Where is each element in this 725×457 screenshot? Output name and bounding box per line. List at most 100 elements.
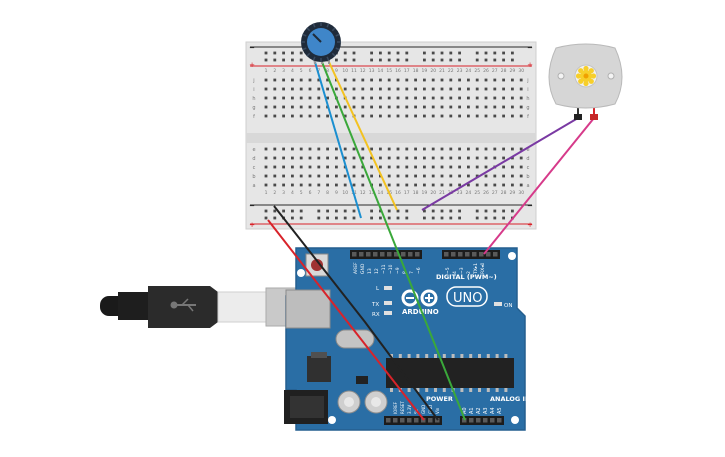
rail-hole[interactable] xyxy=(423,209,426,213)
breadboard-hole[interactable] xyxy=(475,147,479,151)
rail-hole[interactable] xyxy=(440,209,444,213)
header-pin[interactable] xyxy=(386,418,391,423)
breadboard-hole[interactable] xyxy=(449,165,453,169)
rail-hole[interactable] xyxy=(493,58,497,62)
rail-hole[interactable] xyxy=(502,216,505,220)
breadboard-hole[interactable] xyxy=(405,105,409,109)
rail-hole[interactable] xyxy=(440,58,444,62)
breadboard-hole[interactable] xyxy=(308,78,312,82)
rail-hole[interactable] xyxy=(352,58,356,62)
breadboard-hole[interactable] xyxy=(317,87,321,91)
breadboard-hole[interactable] xyxy=(326,156,329,160)
rail-hole[interactable] xyxy=(335,216,338,220)
header-pin[interactable] xyxy=(483,418,488,423)
rail-hole[interactable] xyxy=(493,209,497,213)
breadboard-hole[interactable] xyxy=(361,105,365,109)
breadboard-hole[interactable] xyxy=(264,165,268,169)
breadboard-hole[interactable] xyxy=(387,183,391,187)
header-pin[interactable] xyxy=(393,418,398,423)
breadboard-hole[interactable] xyxy=(449,114,453,118)
breadboard-hole[interactable] xyxy=(370,105,373,109)
breadboard-hole[interactable] xyxy=(264,156,268,160)
reset-button[interactable] xyxy=(305,253,329,277)
breadboard-hole[interactable] xyxy=(326,87,329,91)
breadboard-hole[interactable] xyxy=(449,183,453,187)
breadboard-hole[interactable] xyxy=(299,78,303,82)
rail-hole[interactable] xyxy=(282,58,285,62)
breadboard-hole[interactable] xyxy=(361,156,365,160)
breadboard-hole[interactable] xyxy=(519,165,523,169)
breadboard-hole[interactable] xyxy=(282,87,285,91)
header-pin[interactable] xyxy=(476,418,481,423)
breadboard-hole[interactable] xyxy=(396,87,400,91)
rail-hole[interactable] xyxy=(335,209,338,213)
header-pin[interactable] xyxy=(472,252,477,257)
breadboard-hole[interactable] xyxy=(414,174,417,178)
breadboard-hole[interactable] xyxy=(326,114,329,118)
breadboard-hole[interactable] xyxy=(423,96,426,100)
breadboard-hole[interactable] xyxy=(493,174,497,178)
breadboard-hole[interactable] xyxy=(352,183,356,187)
rail-hole[interactable] xyxy=(387,51,391,55)
breadboard-hole[interactable] xyxy=(405,174,409,178)
breadboard-hole[interactable] xyxy=(352,174,356,178)
breadboard-hole[interactable] xyxy=(502,174,505,178)
rail-hole[interactable] xyxy=(282,51,285,55)
breadboard-hole[interactable] xyxy=(343,174,347,178)
rail-hole[interactable] xyxy=(396,209,400,213)
breadboard-hole[interactable] xyxy=(387,96,391,100)
breadboard-hole[interactable] xyxy=(475,174,479,178)
header-pin[interactable] xyxy=(408,252,413,257)
breadboard-hole[interactable] xyxy=(423,114,426,118)
rail-hole[interactable] xyxy=(405,209,409,213)
breadboard-hole[interactable] xyxy=(352,147,356,151)
breadboard-hole[interactable] xyxy=(326,165,329,169)
breadboard-hole[interactable] xyxy=(519,147,523,151)
header-pin[interactable] xyxy=(380,252,385,257)
rail-hole[interactable] xyxy=(431,58,435,62)
breadboard-hole[interactable] xyxy=(467,183,470,187)
rail-hole[interactable] xyxy=(326,216,329,220)
breadboard-hole[interactable] xyxy=(317,114,321,118)
rail-hole[interactable] xyxy=(484,58,488,62)
rail-hole[interactable] xyxy=(291,58,294,62)
rail-hole[interactable] xyxy=(458,209,461,213)
rail-hole[interactable] xyxy=(431,216,435,220)
breadboard-hole[interactable] xyxy=(440,105,444,109)
rail-hole[interactable] xyxy=(484,209,488,213)
breadboard-hole[interactable] xyxy=(264,78,268,82)
breadboard-hole[interactable] xyxy=(352,96,356,100)
breadboard-hole[interactable] xyxy=(440,174,444,178)
rail-hole[interactable] xyxy=(484,51,488,55)
breadboard-hole[interactable] xyxy=(493,78,497,82)
breadboard-hole[interactable] xyxy=(361,174,365,178)
breadboard-hole[interactable] xyxy=(317,156,321,160)
breadboard-hole[interactable] xyxy=(299,105,303,109)
header-pin[interactable] xyxy=(486,252,491,257)
breadboard-hole[interactable] xyxy=(440,183,444,187)
breadboard-hole[interactable] xyxy=(352,156,356,160)
breadboard-hole[interactable] xyxy=(484,165,488,169)
breadboard-hole[interactable] xyxy=(414,114,417,118)
rail-hole[interactable] xyxy=(431,209,435,213)
rail-hole[interactable] xyxy=(370,209,373,213)
header-pin[interactable] xyxy=(497,418,502,423)
breadboard-hole[interactable] xyxy=(343,183,347,187)
breadboard-hole[interactable] xyxy=(440,96,444,100)
breadboard-hole[interactable] xyxy=(264,105,268,109)
breadboard-hole[interactable] xyxy=(502,183,505,187)
breadboard-hole[interactable] xyxy=(511,147,514,151)
breadboard-hole[interactable] xyxy=(370,165,373,169)
breadboard-hole[interactable] xyxy=(264,114,268,118)
breadboard-hole[interactable] xyxy=(361,147,365,151)
rail-hole[interactable] xyxy=(379,216,382,220)
breadboard-hole[interactable] xyxy=(475,78,479,82)
breadboard-hole[interactable] xyxy=(405,183,409,187)
rail-hole[interactable] xyxy=(493,216,497,220)
breadboard-hole[interactable] xyxy=(484,183,488,187)
breadboard-hole[interactable] xyxy=(326,78,329,82)
breadboard-hole[interactable] xyxy=(299,147,303,151)
breadboard-hole[interactable] xyxy=(396,105,400,109)
breadboard-hole[interactable] xyxy=(467,165,470,169)
